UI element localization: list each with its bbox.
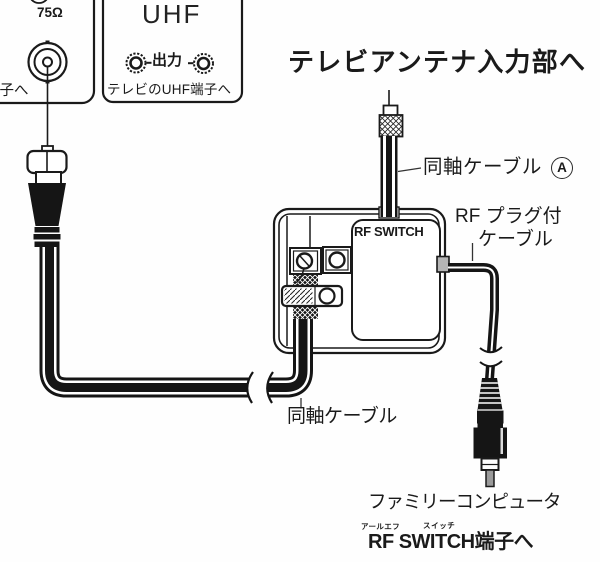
rf-switch-terminal-label: RF SWITCH端子へ bbox=[368, 531, 534, 553]
uhf-output-label: 出力 bbox=[152, 52, 183, 69]
tv-75ohm-box bbox=[0, 0, 96, 147]
terminal-caption: 端子へ bbox=[0, 83, 29, 99]
famicom-label: ファミリーコンピュータ bbox=[368, 491, 562, 512]
rf-furigana: アールエフ bbox=[361, 522, 401, 531]
coax-socket-icon bbox=[27, 40, 68, 84]
uhf-screw-terminal-left-icon bbox=[125, 52, 147, 74]
rca-plug bbox=[473, 378, 507, 488]
rf-plug-cable bbox=[448, 263, 503, 380]
rf-plug-cable-label-1: RF プラグ付 bbox=[455, 206, 562, 227]
f-connector bbox=[26, 145, 68, 247]
clipped-terminal-circle bbox=[30, 0, 48, 4]
braid-section bbox=[293, 306, 318, 319]
rf-switch-panel bbox=[351, 219, 441, 341]
diagram-title: テレビアンテナ入力部へ bbox=[288, 47, 587, 77]
cable-clamp bbox=[280, 284, 344, 308]
rf-switch-panel-label: RF SWITCH bbox=[354, 224, 424, 239]
impedance-label: 75Ω bbox=[37, 5, 63, 20]
leader-lines bbox=[300, 167, 474, 409]
uhf-box bbox=[101, 0, 244, 104]
knurled-connector bbox=[378, 114, 404, 138]
coax-cable-a bbox=[378, 90, 404, 217]
uhf-box-title: UHF bbox=[142, 0, 202, 29]
switch-furigana: スイッチ bbox=[423, 521, 456, 530]
braid-section bbox=[293, 272, 318, 287]
main-coax-cable bbox=[39, 247, 313, 404]
coax-cable-a-label: 同軸ケーブル bbox=[423, 156, 542, 178]
cable-break-mark bbox=[246, 371, 274, 404]
uhf-screw-terminal-right-icon bbox=[193, 53, 214, 74]
coax-cable-label: 同軸ケーブル bbox=[287, 406, 397, 427]
leader-line bbox=[397, 167, 422, 173]
rf-plug-cable-label-2: ケーブル bbox=[478, 229, 553, 250]
screw-terminal-block-right bbox=[322, 246, 352, 274]
cable-break-mark bbox=[479, 346, 503, 368]
cable-exit-tab bbox=[436, 255, 450, 273]
uhf-box-caption: テレビのUHF端子へ bbox=[107, 82, 232, 97]
circled-a-badge: A bbox=[551, 157, 573, 179]
plug-center-pin bbox=[485, 469, 495, 488]
rubber-boot bbox=[28, 183, 66, 226]
rf-switch-terminals bbox=[280, 246, 352, 319]
screw-terminal-block-left bbox=[289, 247, 322, 284]
